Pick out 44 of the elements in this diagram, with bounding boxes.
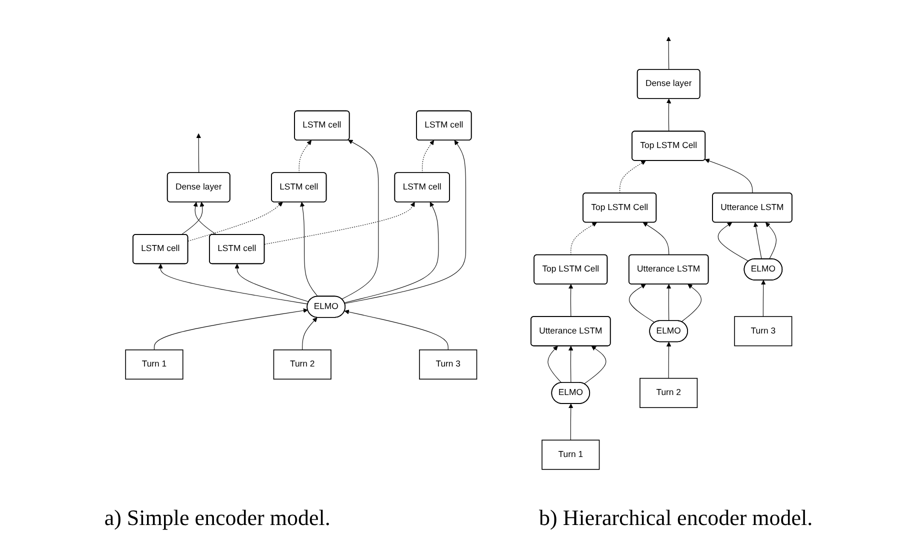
arrow: [568, 404, 573, 440]
arrow: [584, 346, 606, 384]
arrow: [196, 133, 201, 174]
arrow: [666, 284, 671, 322]
arrow: [753, 222, 762, 260]
arrow: [547, 346, 562, 383]
caption: b) Hierarchical encoder model.: [539, 504, 813, 530]
node-box: [639, 378, 698, 408]
arrow: [568, 346, 573, 383]
arrow: [300, 202, 318, 297]
arrow: [619, 160, 646, 194]
arrow: [704, 158, 752, 194]
arrow: [760, 280, 766, 317]
arrow: [154, 308, 308, 350]
node-box: [418, 349, 477, 380]
arrow: [344, 310, 448, 350]
arrow: [666, 98, 671, 132]
arrow: [302, 317, 317, 350]
arrow: [422, 140, 434, 174]
arrow: [264, 202, 415, 245]
node-box: [734, 316, 792, 346]
arrow: [570, 222, 597, 256]
node-box: [273, 349, 332, 380]
arrow: [234, 264, 309, 302]
arrow: [765, 222, 776, 260]
arrow: [344, 140, 466, 304]
arrow: [666, 342, 671, 379]
arrow: [642, 222, 669, 256]
node-box: [541, 440, 600, 470]
arrow: [680, 284, 702, 322]
arrow: [192, 202, 216, 235]
arrow: [718, 222, 749, 262]
caption: a) Simple encoder model.: [104, 504, 330, 530]
arrow: [666, 36, 671, 70]
arrow: [568, 284, 573, 318]
arrow: [188, 202, 283, 242]
arrow: [180, 202, 204, 235]
arrow: [341, 140, 378, 300]
node-box: [124, 349, 183, 380]
diagram: LSTM cell LSTM cell Dense layer LSTM cell LSTM cell LSTM cell LSTM cell ELMO Turn 1 Turn 2 Turn 3 Dense layer Top LSTM Cell Top LSTM Cell Utterance LSTM Top LSTM Cell Utterance LSTM ELMO Utterance LSTM ELMO Turn 3 ELMO Turn 2 Turn 1: [104, 0, 812, 490]
arrow: [298, 140, 312, 174]
arrow: [158, 264, 308, 304]
arrow: [628, 284, 655, 323]
arrow: [344, 202, 438, 303]
